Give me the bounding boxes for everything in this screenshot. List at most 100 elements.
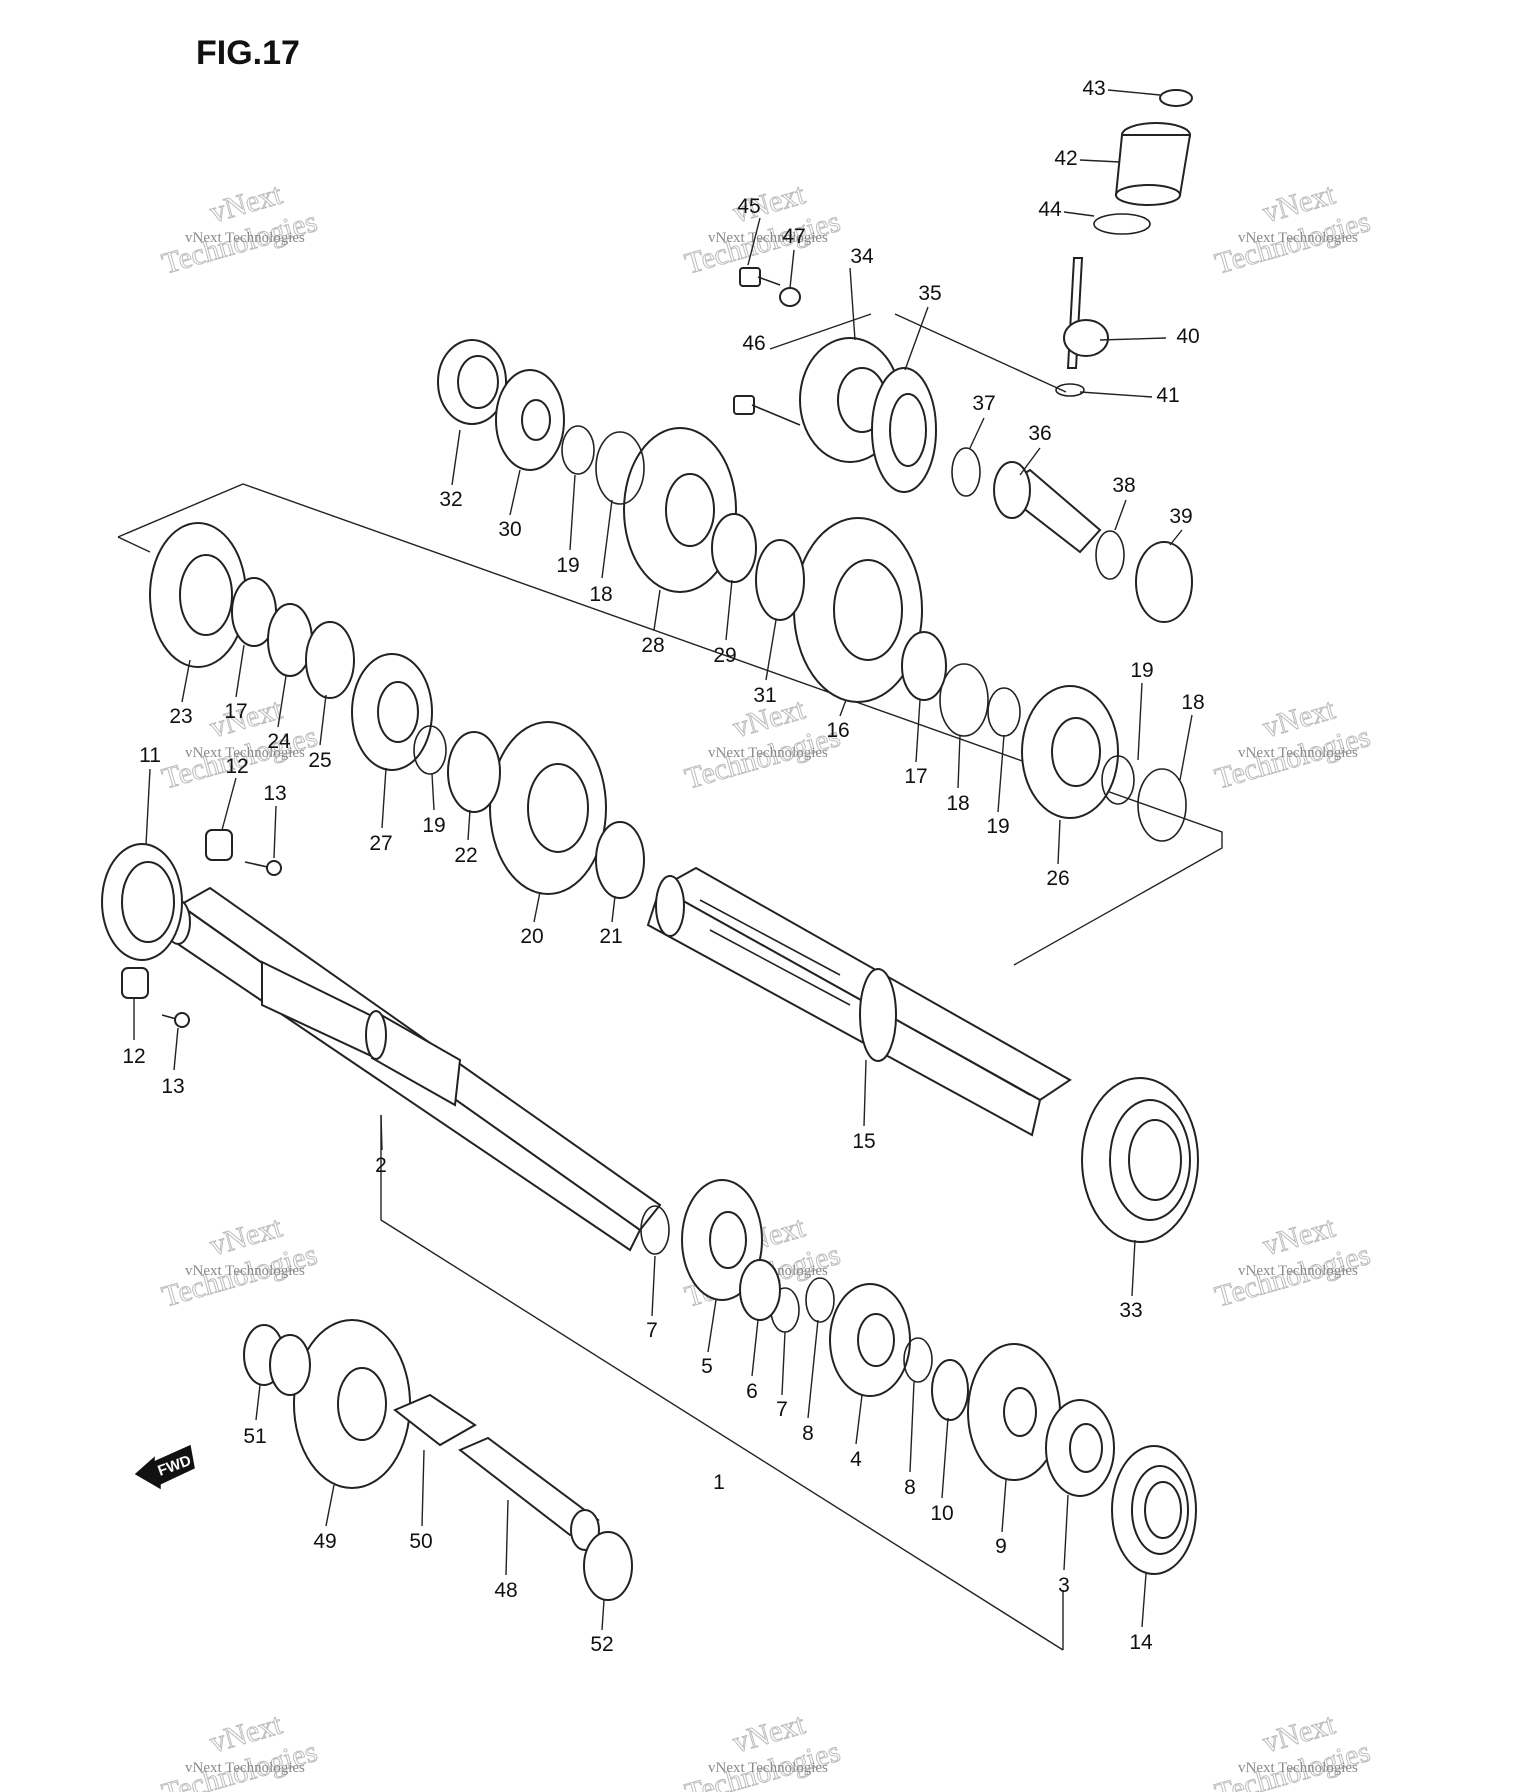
leader-line — [915, 699, 921, 763]
leader-line — [273, 805, 277, 859]
watermark-line3: vNext Technologies — [185, 230, 305, 246]
watermark-line3: vNext Technologies — [1238, 230, 1358, 246]
callout-33: 33 — [1119, 1299, 1142, 1322]
leader-line — [1063, 211, 1095, 217]
washer-part-10 — [931, 1359, 969, 1421]
leader-line — [235, 644, 245, 698]
callout-29: 29 — [713, 644, 736, 667]
callout-19: 19 — [986, 815, 1009, 838]
callout-8: 8 — [802, 1422, 814, 1445]
screw-part-13 — [161, 860, 282, 1028]
figure-title: FIG.17 — [196, 34, 300, 72]
bearing-part-14 — [1111, 1445, 1197, 1575]
countershaft-part-15 — [646, 866, 1072, 1137]
bearing-part-11 — [101, 843, 183, 961]
leader-line — [707, 1299, 717, 1353]
leader-line — [319, 694, 327, 746]
leader-line — [1079, 159, 1121, 163]
leader-line — [651, 1255, 656, 1317]
leader-line — [789, 249, 795, 289]
callout-28: 28 — [641, 634, 664, 657]
washer-part-8 — [805, 1277, 933, 1383]
callout-34: 34 — [850, 245, 874, 268]
callout-35: 35 — [918, 282, 941, 305]
callout-13: 13 — [263, 782, 286, 805]
leader-line — [957, 734, 961, 789]
callout-23: 23 — [169, 705, 192, 728]
callout-27: 27 — [369, 832, 392, 855]
callout-25: 25 — [308, 749, 331, 772]
leader-line — [765, 619, 777, 681]
gear-part-5 — [681, 1179, 763, 1301]
callout-45: 45 — [737, 195, 760, 218]
leader-line — [1107, 89, 1161, 96]
callout-44: 44 — [1038, 198, 1062, 221]
leader-line — [325, 1484, 335, 1527]
callout-12: 12 — [225, 755, 248, 778]
leader-line — [1131, 1239, 1136, 1297]
callout-30: 30 — [498, 518, 521, 541]
leader-line — [751, 1319, 759, 1377]
spacer-part-50 — [393, 1393, 477, 1447]
leader-line — [451, 429, 461, 486]
leader-line — [467, 809, 471, 841]
leader-line — [747, 217, 761, 266]
callout-3: 3 — [1058, 1574, 1070, 1597]
callout-42: 42 — [1054, 147, 1077, 170]
leader-line — [431, 773, 435, 811]
callout-31: 31 — [753, 684, 776, 707]
callout-11: 11 — [139, 744, 161, 767]
leader-line — [1169, 529, 1183, 546]
leader-line — [505, 1499, 509, 1576]
callout-40: 40 — [1176, 325, 1199, 348]
callout-2: 2 — [375, 1154, 387, 1177]
leader-line — [855, 1394, 863, 1445]
callout-17: 17 — [224, 700, 247, 723]
callout-20: 20 — [520, 925, 543, 948]
bushing-part-21 — [595, 821, 645, 899]
leader-line — [725, 579, 733, 641]
leader-line — [781, 1331, 786, 1396]
callout-50: 50 — [409, 1530, 432, 1553]
gear-part-49 — [293, 1319, 411, 1489]
callout-12: 12 — [122, 1045, 145, 1068]
leader-line — [181, 659, 191, 703]
fwd-arrow: FWD — [134, 1444, 195, 1490]
shaft-part-48 — [458, 1436, 600, 1551]
assembly-frame-driveshaft — [380, 1115, 1064, 1651]
callout-38: 38 — [1112, 474, 1135, 497]
leader-line — [1063, 1494, 1069, 1571]
washer-part-47 — [779, 287, 801, 307]
leader-line — [611, 895, 616, 923]
callout-47: 47 — [782, 225, 805, 248]
leader-line — [1079, 391, 1153, 398]
callout-48: 48 — [494, 1579, 517, 1602]
bushing-part-51 — [243, 1324, 311, 1396]
callout-17: 17 — [904, 765, 927, 788]
ring-part-18 — [595, 431, 1187, 842]
leader-line — [1141, 1573, 1147, 1628]
assembly-frame-countershaft — [117, 483, 1223, 966]
leader-line — [381, 767, 387, 829]
gear-part-26 — [1021, 685, 1119, 819]
leader-line — [941, 1417, 949, 1499]
callout-39: 39 — [1169, 505, 1192, 528]
gear-part-40 — [1063, 257, 1109, 369]
leader-line — [601, 499, 613, 579]
gasket-part-35 — [871, 367, 937, 493]
leader-line — [380, 1114, 383, 1151]
callout-21: 21 — [599, 925, 622, 948]
watermark-line3: vNext Technologies — [708, 1760, 828, 1776]
watermark-line3: vNext Technologies — [185, 1760, 305, 1776]
leader-line — [255, 1384, 261, 1421]
leader-line — [1019, 447, 1041, 476]
leader-line — [1001, 1479, 1007, 1533]
bushing-part-6 — [739, 1259, 781, 1321]
leader-line — [601, 1599, 605, 1631]
callout-6: 6 — [746, 1380, 758, 1403]
